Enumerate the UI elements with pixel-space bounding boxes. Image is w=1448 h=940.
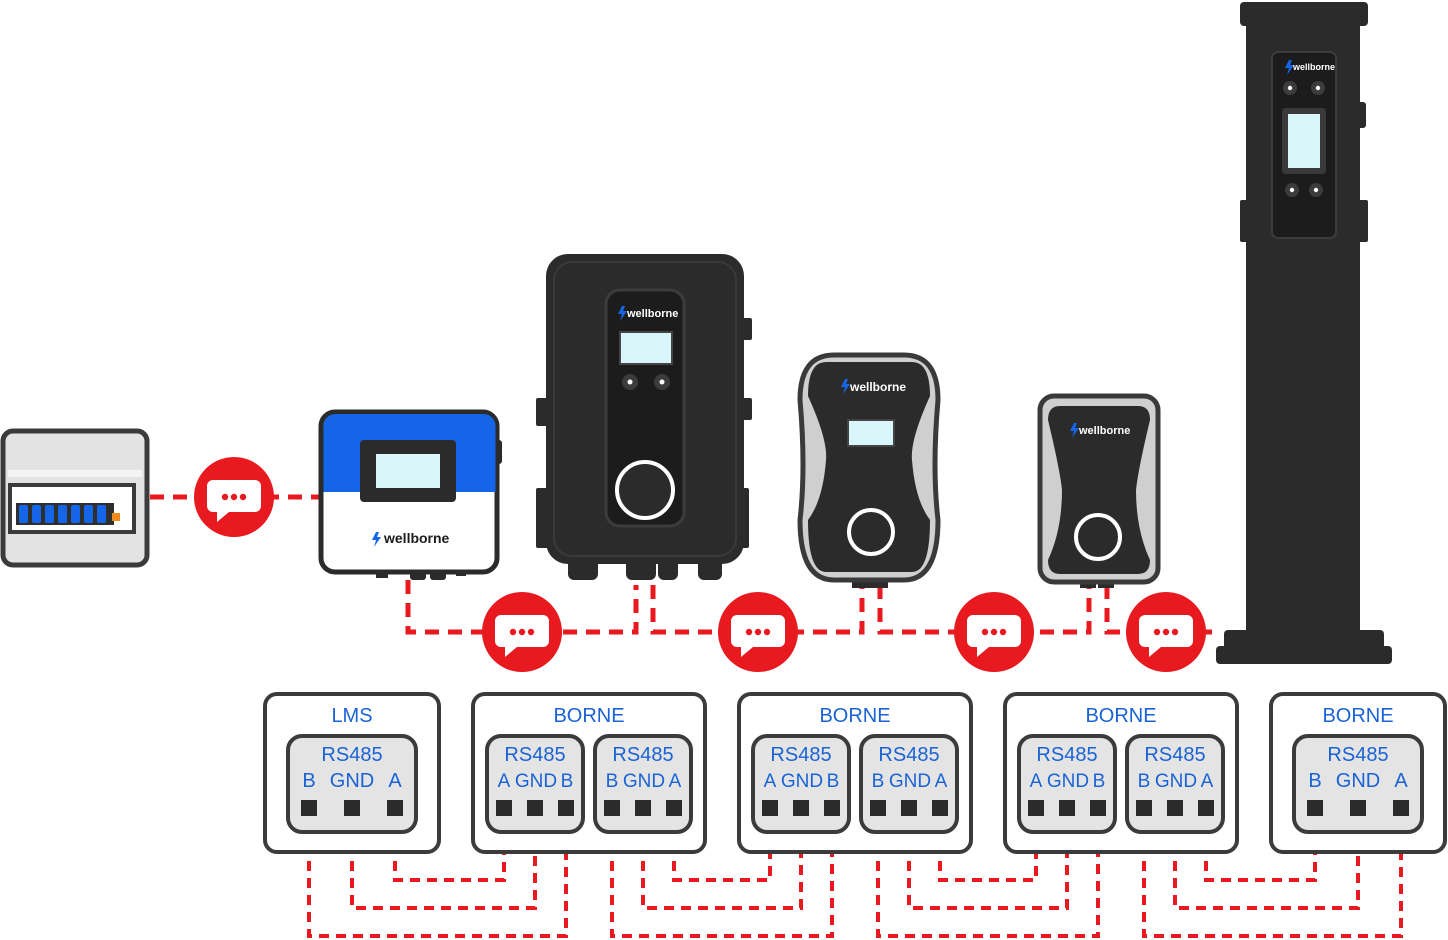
brand-logo: wellborne bbox=[383, 530, 450, 546]
terminal-pin bbox=[496, 800, 512, 816]
lms-panel: LMS RS485 B GND A bbox=[263, 692, 441, 854]
port-label: RS485 bbox=[770, 744, 831, 766]
chat-bubble-icon bbox=[194, 457, 274, 537]
pillar-charger-icon: wellborne bbox=[1216, 2, 1392, 664]
wallbox-charger-icon: wellborne bbox=[797, 352, 941, 588]
chat-bubble-icon bbox=[1126, 592, 1206, 672]
pin-label: B bbox=[872, 771, 885, 792]
terminal-pin bbox=[558, 800, 574, 816]
terminal-pin bbox=[1136, 800, 1152, 816]
chat-bubble-icon bbox=[482, 592, 562, 672]
pin-label: B bbox=[1308, 770, 1321, 792]
port-label: RS485 bbox=[612, 744, 673, 766]
borne-panel: BORNE RS485 A GND B RS485 B GND A bbox=[1003, 692, 1239, 854]
pin-label: B bbox=[302, 770, 315, 792]
pin-label: GND bbox=[1047, 771, 1089, 792]
pin-label: B bbox=[1138, 771, 1151, 792]
pin-label: A bbox=[1030, 771, 1043, 792]
terminal-pin bbox=[344, 800, 360, 816]
pin-label: A bbox=[764, 771, 777, 792]
terminal-pin bbox=[870, 800, 886, 816]
panel-title: BORNE bbox=[819, 705, 890, 727]
pin-label: A bbox=[935, 771, 948, 792]
chat-bubble-icon bbox=[954, 592, 1034, 672]
pin-label: GND bbox=[515, 771, 557, 792]
terminal-pin bbox=[1028, 800, 1044, 816]
port-label: RS485 bbox=[321, 744, 382, 766]
pin-label: B bbox=[606, 771, 619, 792]
terminal-pin bbox=[1393, 800, 1409, 816]
terminal-pin bbox=[387, 800, 403, 816]
port-label: RS485 bbox=[1144, 744, 1205, 766]
pin-label: GND bbox=[623, 771, 665, 792]
borne-panel: BORNE RS485 A GND B RS485 B GND A bbox=[737, 692, 973, 854]
rs485-port: RS485 B GND A bbox=[286, 734, 418, 834]
rs485-port-in: RS485 A GND B bbox=[485, 734, 585, 834]
pin-label: A bbox=[498, 771, 511, 792]
wallbox-charger-icon: wellborne bbox=[1037, 393, 1161, 588]
pin-label: GND bbox=[889, 771, 931, 792]
wallbox-charger-icon: wellborne bbox=[536, 254, 752, 580]
port-label: RS485 bbox=[878, 744, 939, 766]
borne-panel: BORNE RS485 A GND B RS485 B GND A bbox=[471, 692, 707, 854]
rs485-port-out: RS485 B GND A bbox=[859, 734, 959, 834]
terminal-pin bbox=[932, 800, 948, 816]
terminal-pin bbox=[1198, 800, 1214, 816]
brand-logo: wellborne bbox=[1292, 62, 1335, 72]
terminal-pin bbox=[635, 800, 651, 816]
pin-label: B bbox=[827, 771, 840, 792]
terminal-pin bbox=[301, 800, 317, 816]
pin-label: B bbox=[1093, 771, 1106, 792]
brand-logo: wellborne bbox=[849, 380, 906, 394]
panel-title: LMS bbox=[331, 705, 372, 727]
pin-label: GND bbox=[330, 770, 374, 792]
terminal-pin bbox=[1090, 800, 1106, 816]
brand-logo: wellborne bbox=[1078, 425, 1130, 437]
rs485-port-out: RS485 B GND A bbox=[593, 734, 693, 834]
terminal-pin bbox=[1350, 800, 1366, 816]
terminal-pin bbox=[527, 800, 543, 816]
pin-label: GND bbox=[1155, 771, 1197, 792]
rs485-port-in: RS485 A GND B bbox=[751, 734, 851, 834]
terminal-pin bbox=[1167, 800, 1183, 816]
port-label: RS485 bbox=[1036, 744, 1097, 766]
pin-label: GND bbox=[1336, 770, 1380, 792]
pin-label: A bbox=[1394, 770, 1408, 792]
borne-panel: BORNE RS485 B GND A bbox=[1269, 692, 1447, 854]
panel-title: BORNE bbox=[1322, 705, 1393, 727]
pin-label: A bbox=[669, 771, 682, 792]
terminal-pin bbox=[1059, 800, 1075, 816]
rs485-port: RS485 B GND A bbox=[1292, 734, 1424, 834]
panel-title: BORNE bbox=[553, 705, 624, 727]
rs485-port-out: RS485 B GND A bbox=[1125, 734, 1225, 834]
pin-label: A bbox=[388, 770, 402, 792]
port-label: RS485 bbox=[504, 744, 565, 766]
port-label: RS485 bbox=[1327, 744, 1388, 766]
rs485-port-in: RS485 A GND B bbox=[1017, 734, 1117, 834]
pin-label: A bbox=[1201, 771, 1214, 792]
pin-label: GND bbox=[781, 771, 823, 792]
terminal-pin bbox=[824, 800, 840, 816]
terminal-pin bbox=[762, 800, 778, 816]
pin-label: B bbox=[561, 771, 574, 792]
terminal-pin bbox=[901, 800, 917, 816]
chat-bubble-icon bbox=[718, 592, 798, 672]
terminal-pin bbox=[793, 800, 809, 816]
panel-title: BORNE bbox=[1085, 705, 1156, 727]
brand-logo: wellborne bbox=[626, 308, 678, 320]
terminal-pin bbox=[666, 800, 682, 816]
electrical-panel-icon bbox=[0, 428, 150, 568]
lms-controller-icon: wellborne bbox=[318, 409, 502, 580]
terminal-pin bbox=[604, 800, 620, 816]
terminal-pin bbox=[1307, 800, 1323, 816]
